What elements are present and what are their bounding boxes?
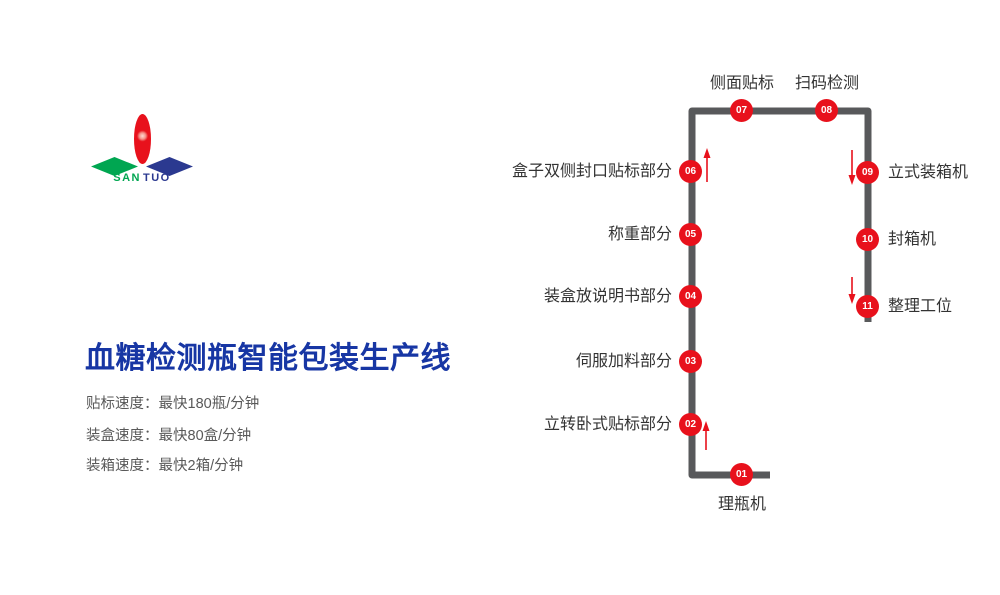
flow-node-05: 05 — [679, 223, 702, 246]
flow-node-11: 11 — [856, 295, 879, 318]
flow-node-04: 04 — [679, 285, 702, 308]
down-arrow-icon — [848, 150, 856, 185]
station-label-vertical-horizontal-labeling: 立转卧式贴标部分 — [543, 416, 672, 433]
spec-cartoning-speed: 装盒速度：最快80盒/分钟 — [86, 428, 252, 444]
station-label-cartoning-leaflet: 装盒放说明书部分 — [543, 288, 672, 305]
page-title: 血糖检测瓶智能包装生产线 — [85, 342, 451, 375]
flow-node-03: 03 — [679, 350, 702, 373]
station-label-scan-code-detection: 扫码检测 — [794, 75, 859, 92]
flow-node-09: 09 — [856, 161, 879, 184]
logo-red-leaf-icon — [134, 114, 151, 164]
spec-labeling-speed: 贴标速度：最快180瓶/分钟 — [86, 396, 260, 412]
node-number: 08 — [820, 104, 833, 116]
conveyor-path-line — [688, 107, 872, 479]
node-number: 07 — [735, 104, 748, 116]
flow-node-10: 10 — [856, 228, 879, 251]
flow-node-01: 01 — [730, 463, 753, 486]
node-number: 03 — [684, 355, 697, 367]
logo-green-diamond-icon — [91, 157, 138, 176]
station-label-side-labeling: 侧面贴标 — [709, 75, 774, 92]
station-label-weighing: 称重部分 — [607, 226, 672, 243]
station-label-case-sealer: 封箱机 — [888, 231, 937, 248]
flow-node-02: 02 — [679, 413, 702, 436]
down-arrow-icon — [848, 277, 856, 304]
logo-text-san: SAN — [113, 172, 141, 184]
node-number: 02 — [684, 418, 697, 430]
flow-node-08: 08 — [815, 99, 838, 122]
node-number: 11 — [862, 300, 873, 312]
node-number: 09 — [861, 166, 874, 178]
node-number: 05 — [684, 228, 697, 240]
node-number: 04 — [684, 290, 697, 302]
station-label-servo-feeding: 伺服加料部分 — [575, 353, 672, 370]
flow-direction-arrows — [702, 148, 856, 450]
flow-node-06: 06 — [679, 160, 702, 183]
node-number: 06 — [684, 165, 697, 177]
station-label-box-double-side-sealing: 盒子双侧封口贴标部分 — [511, 163, 672, 180]
up-arrow-icon — [703, 148, 711, 182]
up-arrow-icon — [702, 421, 710, 450]
node-number: 01 — [735, 468, 748, 480]
logo-text-tuo: TUO — [143, 172, 171, 184]
flow-node-07: 07 — [730, 99, 753, 122]
node-number: 10 — [861, 233, 874, 245]
station-label-vertical-case-packer: 立式装箱机 — [888, 164, 969, 181]
spec-casing-speed: 装箱速度：最快2箱/分钟 — [86, 458, 244, 474]
station-label-arranging-station: 整理工位 — [888, 298, 953, 315]
logo-blue-diamond-icon — [146, 157, 193, 176]
station-label-bottle-unscrambler: 理瓶机 — [717, 496, 766, 513]
